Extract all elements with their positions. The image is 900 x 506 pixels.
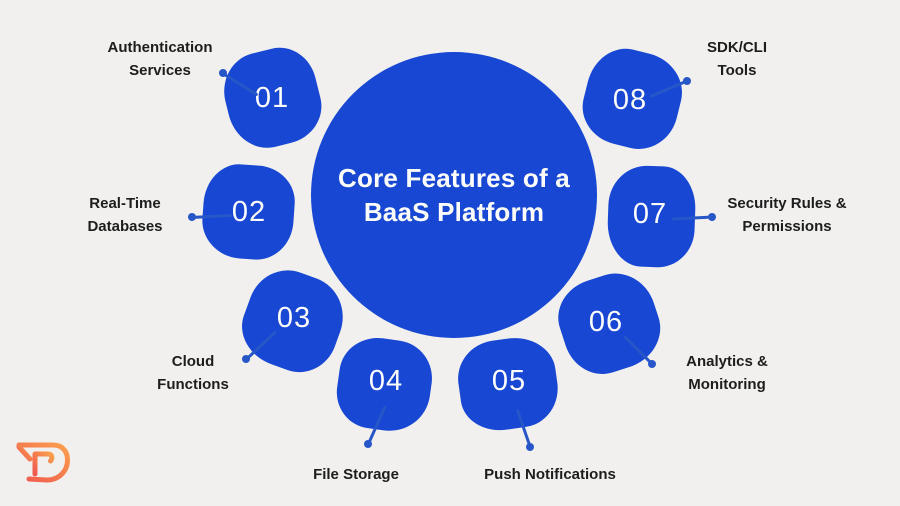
feature-number-08: 08 <box>612 83 648 116</box>
connector-dot-08 <box>683 77 691 85</box>
feature-number-02: 02 <box>231 195 267 228</box>
connector-dot-01 <box>219 69 227 77</box>
feature-number-05: 05 <box>491 364 527 397</box>
feature-number-01: 01 <box>254 81 290 114</box>
center-circle: Core Features of a BaaS Platform <box>311 52 597 338</box>
feature-label-cloud-functions: Cloud Functions <box>157 353 229 393</box>
feature-label-authentication-services: Authentication Services <box>107 39 213 79</box>
connector-dot-04 <box>364 440 372 448</box>
feature-number-03: 03 <box>276 301 312 334</box>
feature-label-security-rules-permissions: Security Rules & Permissions <box>727 195 847 235</box>
connector-dot-02 <box>188 213 196 221</box>
feature-label-analytics-monitoring: Analytics & Monitoring <box>686 353 768 393</box>
feature-label-real-time-databases: Real-Time Databases <box>87 195 163 235</box>
connector-dot-06 <box>648 360 656 368</box>
connector-dot-07 <box>708 213 716 221</box>
feature-number-04: 04 <box>368 364 404 397</box>
feature-label-file-storage: File Storage <box>313 466 399 483</box>
td-logo-icon <box>16 442 70 483</box>
feature-number-06: 06 <box>588 305 624 338</box>
feature-number-07: 07 <box>632 197 668 230</box>
feature-label-push-notifications: Push Notifications <box>484 466 616 483</box>
connector-dot-03 <box>242 355 250 363</box>
connector-dot-05 <box>526 443 534 451</box>
diagram-title: Core Features of a BaaS Platform <box>338 163 570 227</box>
feature-label-sdk-cli-tools: SDK/CLI Tools <box>707 39 767 79</box>
